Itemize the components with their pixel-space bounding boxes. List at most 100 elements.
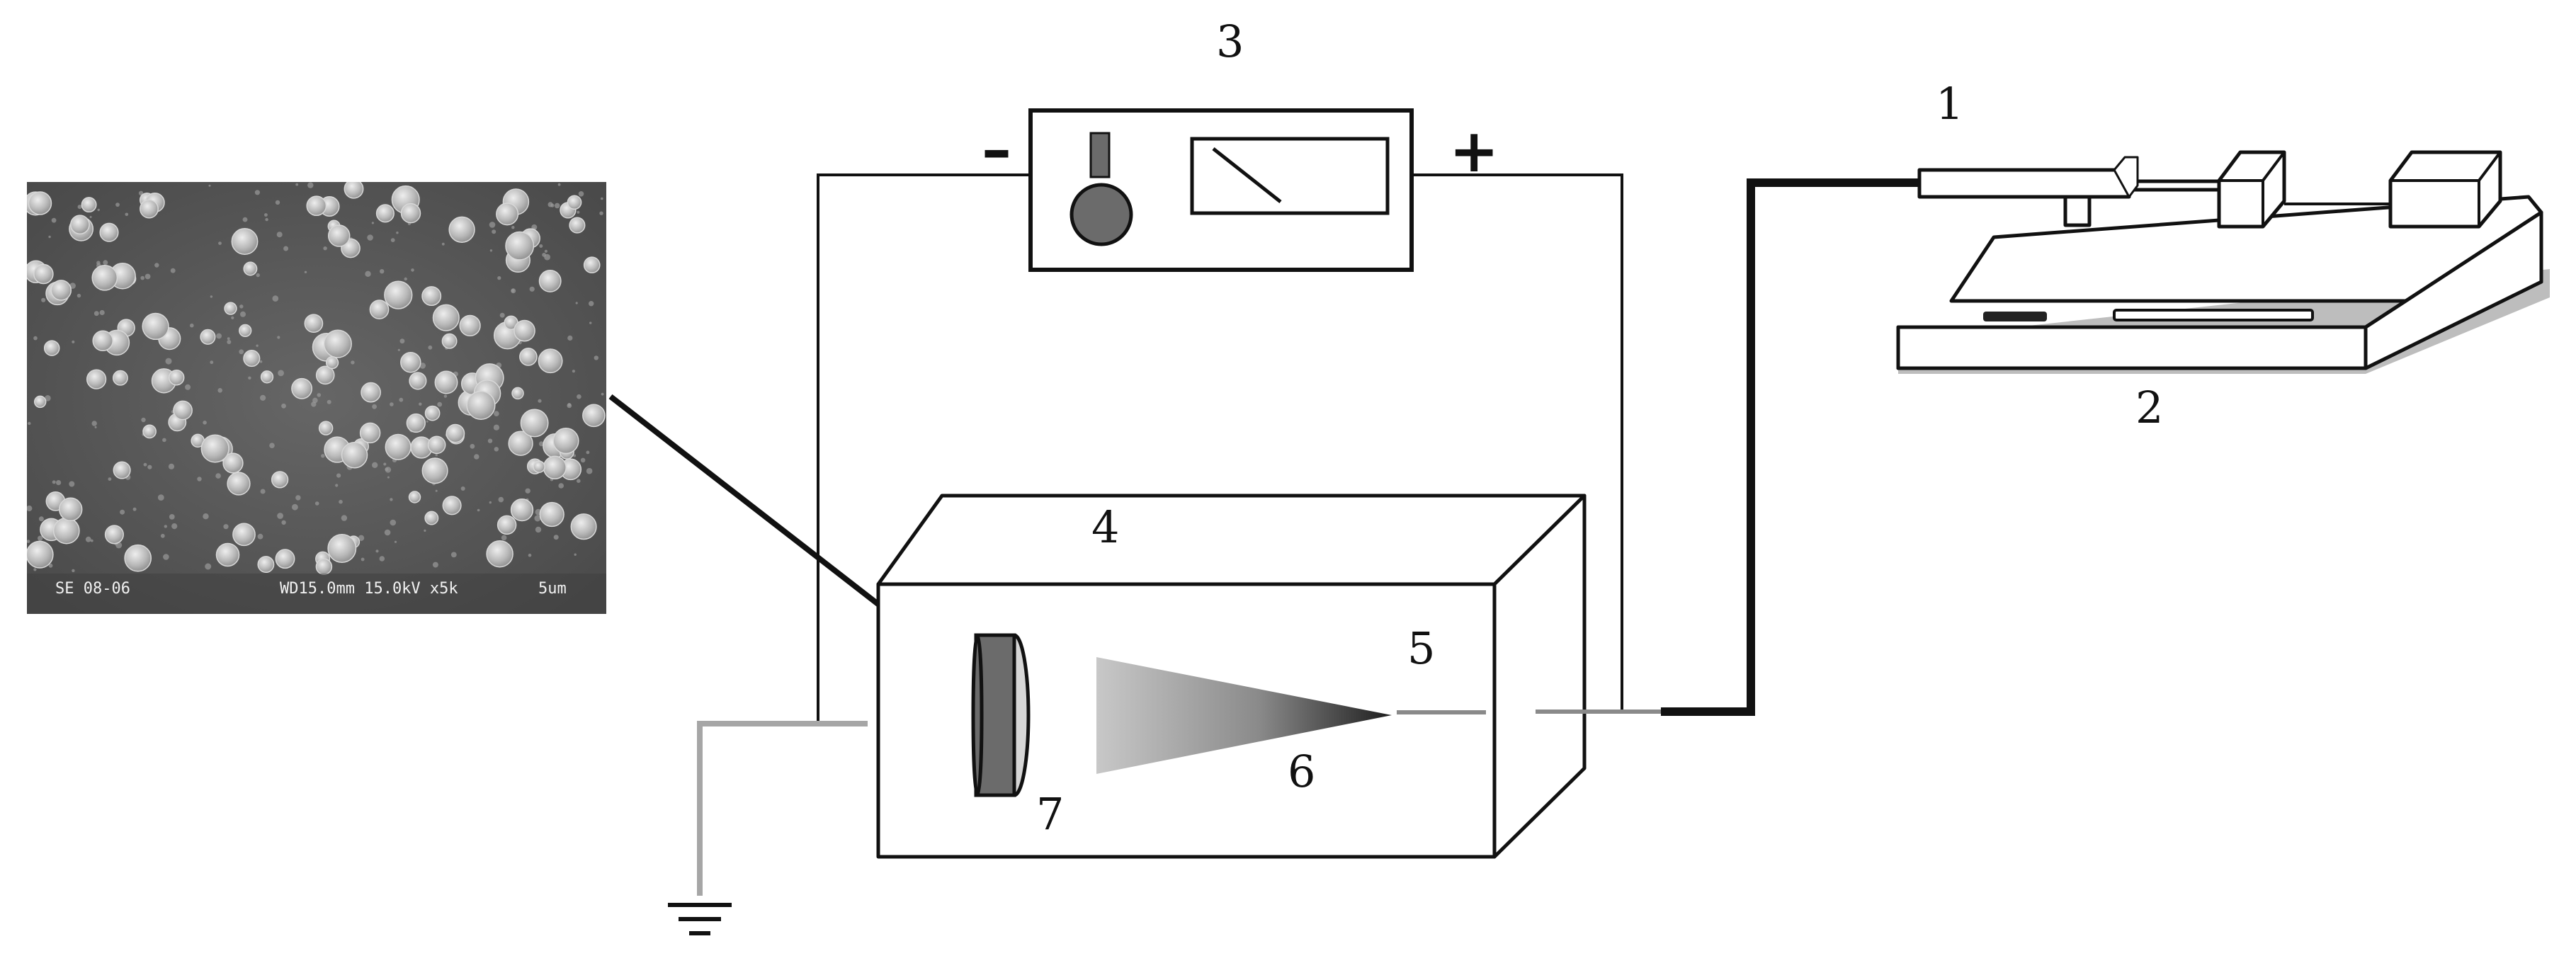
sem-speckle bbox=[539, 244, 543, 248]
sem-particle bbox=[113, 461, 131, 479]
sem-particle bbox=[43, 340, 60, 356]
sem-speckle bbox=[256, 344, 259, 347]
sem-speckle bbox=[41, 297, 46, 302]
sem-speckle bbox=[281, 403, 286, 409]
sem-particle bbox=[344, 182, 364, 199]
sem-particle bbox=[231, 228, 259, 255]
sem-particle bbox=[315, 558, 333, 575]
sem-speckle bbox=[394, 540, 397, 543]
sem-speckle bbox=[164, 525, 167, 528]
sem-speckle bbox=[165, 358, 172, 365]
sem-speckle bbox=[33, 568, 37, 571]
sem-speckle bbox=[387, 476, 390, 479]
sem-speckle bbox=[90, 539, 93, 542]
sem-speckle bbox=[557, 183, 561, 186]
sem-speckle bbox=[341, 515, 348, 521]
collector-plate bbox=[971, 633, 1031, 797]
sem-speckle bbox=[323, 246, 327, 251]
sem-speckle bbox=[553, 535, 559, 540]
sem-speckle bbox=[534, 515, 541, 522]
sem-particle bbox=[291, 377, 313, 399]
sem-speckle bbox=[339, 499, 343, 504]
sem-speckle bbox=[304, 270, 307, 273]
sem-speckle bbox=[283, 246, 289, 251]
callout-1-syringe: 1 bbox=[1936, 78, 1963, 130]
sem-speckle bbox=[535, 526, 542, 533]
sem-speckle bbox=[91, 421, 97, 426]
sem-speckle bbox=[216, 333, 222, 339]
sem-particle bbox=[583, 256, 601, 274]
sem-speckle bbox=[190, 323, 194, 328]
sem-particle bbox=[341, 441, 368, 469]
sem-speckle bbox=[48, 563, 53, 568]
sem-speckle bbox=[120, 509, 125, 515]
sem-particle bbox=[427, 435, 446, 455]
sem-speckle bbox=[599, 211, 603, 215]
sem-speckle bbox=[163, 554, 169, 560]
sem-speckle bbox=[351, 360, 355, 365]
sem-speckle bbox=[497, 276, 501, 280]
sem-speckle bbox=[573, 454, 577, 457]
sem-speckle bbox=[575, 302, 578, 304]
ground-wire bbox=[697, 721, 868, 896]
sem-particle bbox=[260, 370, 274, 384]
sem-particle bbox=[27, 540, 54, 569]
sem-speckle bbox=[498, 496, 504, 503]
sem-speckle bbox=[168, 463, 175, 469]
sem-speckle bbox=[89, 216, 92, 218]
sem-speckle bbox=[272, 295, 279, 302]
sem-particle bbox=[173, 400, 193, 421]
sem-speckle bbox=[511, 226, 515, 229]
sem-speckle bbox=[489, 501, 492, 504]
sem-particle bbox=[306, 195, 327, 217]
sem-speckle bbox=[277, 336, 280, 339]
sem-speckle bbox=[295, 183, 299, 186]
sem-speckle bbox=[242, 217, 248, 222]
sem-speckle bbox=[558, 483, 564, 489]
sem-particle bbox=[505, 231, 535, 261]
sem-particle bbox=[361, 382, 381, 403]
sem-speckle bbox=[586, 450, 590, 455]
sem-speckle bbox=[27, 505, 33, 512]
sem-particle bbox=[408, 491, 421, 503]
sem-speckle bbox=[248, 376, 251, 380]
sem-micrograph: SE 08-06 WD15.0mm 15.0kV x5k 5um bbox=[27, 182, 606, 614]
sem-speckle bbox=[144, 273, 151, 280]
sem-speckle bbox=[160, 533, 165, 538]
sem-speckle bbox=[404, 277, 407, 281]
sem-speckle bbox=[450, 552, 457, 558]
sem-speckle bbox=[257, 533, 263, 540]
sem-speckle bbox=[574, 553, 577, 556]
sem-speckle bbox=[317, 393, 322, 397]
sem-speckle bbox=[397, 348, 400, 351]
sem-particle bbox=[243, 261, 258, 276]
sem-particle bbox=[275, 549, 295, 569]
sem-speckle bbox=[435, 489, 438, 492]
sem-particle bbox=[81, 197, 97, 213]
sem-speckle bbox=[28, 421, 31, 426]
sem-speckle bbox=[572, 370, 576, 373]
sem-speckle bbox=[577, 479, 581, 483]
sem-speckle bbox=[426, 420, 429, 423]
positive-terminal-sign: + bbox=[1449, 116, 1499, 186]
sem-speckle bbox=[52, 480, 56, 484]
sem-particle bbox=[511, 387, 524, 400]
sem-speckle bbox=[586, 467, 593, 474]
sem-speckle bbox=[51, 217, 57, 223]
pump-block-right bbox=[2388, 150, 2502, 229]
sem-speckle bbox=[601, 392, 604, 396]
sem-speckle bbox=[96, 261, 101, 266]
sem-particle bbox=[142, 424, 157, 439]
sem-particle bbox=[58, 497, 83, 522]
sem-speckle bbox=[108, 477, 112, 481]
sem-speckle bbox=[470, 443, 475, 449]
sem-speckle bbox=[265, 217, 268, 222]
sem-particle bbox=[325, 355, 339, 370]
sem-particle bbox=[538, 348, 563, 374]
sem-speckle bbox=[435, 453, 438, 457]
sem-speckle bbox=[589, 301, 594, 307]
sem-speckle bbox=[511, 288, 516, 294]
sem-particle bbox=[520, 409, 549, 438]
sem-particle bbox=[52, 517, 80, 545]
sem-speckle bbox=[72, 569, 75, 573]
